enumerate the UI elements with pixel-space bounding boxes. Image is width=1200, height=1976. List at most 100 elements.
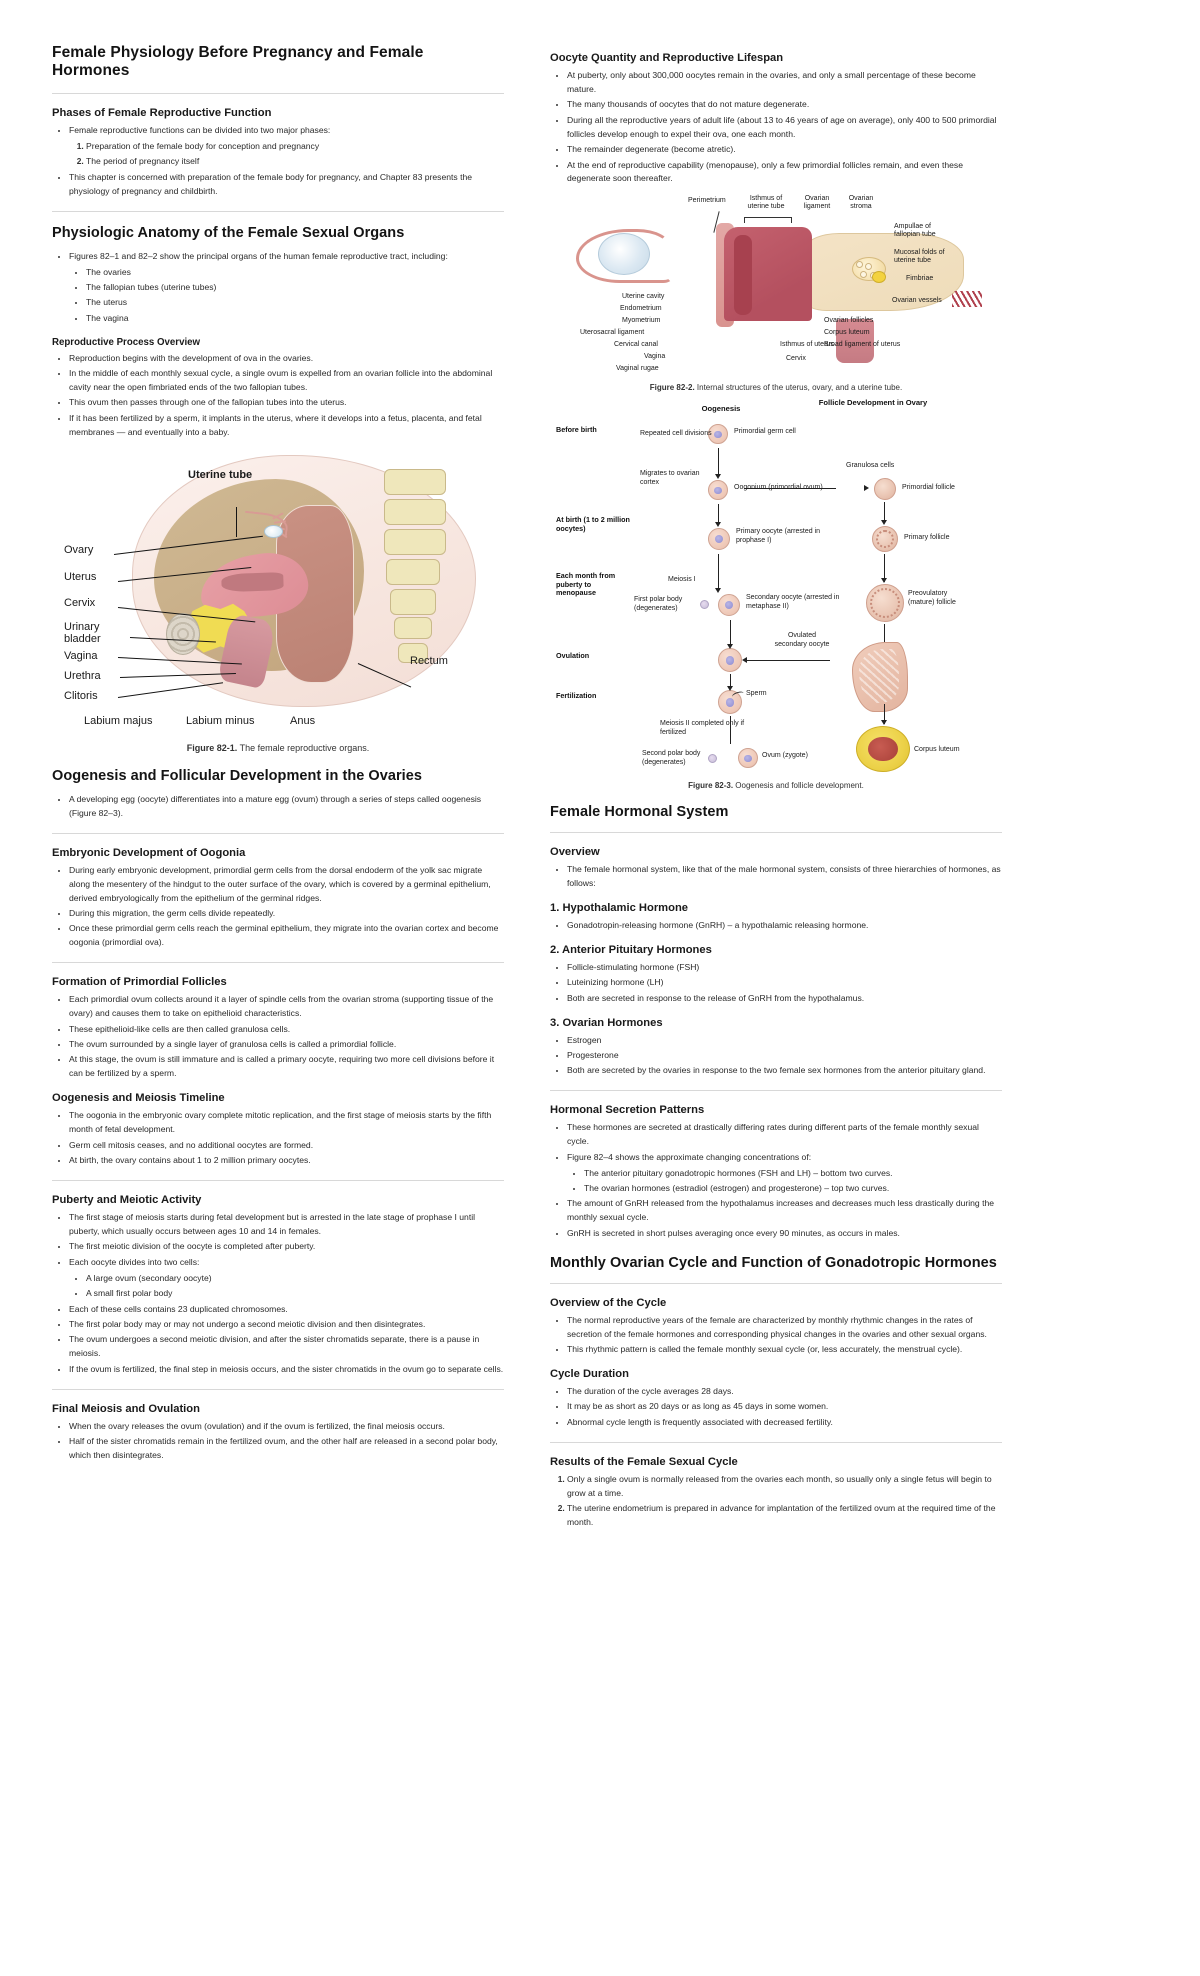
figure-label-corpus-luteum: Corpus luteum: [824, 329, 870, 337]
flow-arrow-head: [742, 657, 747, 664]
figure-82-2: Perimetrium Isthmus of uterine tube Ovar…: [550, 195, 1002, 394]
section-ovarian-hormones: 3. Ovarian Hormones Estrogen Progesteron…: [550, 1017, 1002, 1079]
figure-label-uterosacral-ligament: Uterosacral ligament: [580, 329, 645, 337]
list-item: Female reproductive functions can be div…: [69, 124, 504, 138]
list-item: Gonadotropin-releasing hormone (GnRH) – …: [567, 919, 1002, 933]
section-hormonal-secretion-patterns: Hormonal Secretion Patterns These hormon…: [550, 1104, 1002, 1240]
oogonium-shape: [708, 480, 728, 501]
section-final-meiosis: Final Meiosis and Ovulation When the ova…: [52, 1403, 504, 1463]
list-item: At this stage, the ovum is still immatur…: [69, 1053, 504, 1081]
list-item: The uterus: [86, 296, 504, 310]
leader-line: [117, 682, 224, 698]
figure-label-labium-majus: Labium majus: [84, 714, 153, 727]
section-heading: Female Hormonal System: [550, 803, 729, 820]
list-item: The amount of GnRH released from the hyp…: [567, 1197, 1002, 1225]
list-item: These hormones are secreted at drastical…: [567, 1121, 1002, 1149]
section-hormone-overview: Overview The female hormonal system, lik…: [550, 846, 1002, 891]
list-item: A large ovum (secondary oocyte) A small …: [52, 1272, 504, 1301]
section-embryonic-oogonia: Embryonic Development of Oogonia During …: [52, 847, 504, 951]
figure-82-3-artwork: Oogenesis Follicle Development in Ovary …: [556, 398, 976, 778]
second-polar-body-shape: [708, 754, 717, 764]
section-heading: Results of the Female Sexual Cycle: [550, 1455, 738, 1468]
list-item: The ovaries: [86, 266, 504, 280]
flow-arrow-head: [880, 720, 887, 726]
figure-label-ovulated-secondary-oocyte: Ovulated secondary oocyte: [774, 632, 830, 648]
list-item: The first polar body may or may not unde…: [69, 1318, 504, 1332]
figure-caption-number: Figure 82-1.: [186, 742, 238, 753]
corpus-luteum-shape: [856, 726, 910, 773]
flow-arrow: [746, 660, 830, 662]
vagina-shape: [836, 319, 874, 364]
flow-arrow-head: [880, 520, 887, 526]
list-item: Estrogen: [567, 1034, 1002, 1048]
section-heading: Final Meiosis and Ovulation: [52, 1402, 200, 1415]
flow-arrow: [730, 674, 732, 689]
figure-label-repeated-cell-divisions: Repeated cell divisions: [640, 430, 712, 438]
list-item: This ovum then passes through one of the…: [69, 396, 504, 410]
figure-82-3-caption: Figure 82-3. Oogenesis and follicle deve…: [550, 781, 1002, 792]
figure-label-broad-ligament: Broad ligament of uterus: [824, 341, 901, 349]
figure-caption-number: Figure 82-3.: [688, 781, 734, 791]
list-item: The ovaries The fallopian tubes (uterine…: [52, 266, 504, 326]
primordial-follicle-shape: [874, 478, 896, 501]
list-item: The uterine endometrium is prepared in a…: [567, 1502, 1002, 1530]
list-item: If the ovum is fertilized, the final ste…: [69, 1363, 504, 1377]
list-item: Abnormal cycle length is frequently asso…: [567, 1416, 1002, 1430]
list-item: Progesterone: [567, 1049, 1002, 1063]
list-item: Figures 82–1 and 82–2 show the principal…: [69, 250, 504, 264]
figure-column-heading-follicle-development: Follicle Development in Ovary: [818, 398, 928, 408]
figure-label-primary-oocyte: Primary oocyte (arrested in prophase I): [736, 528, 821, 544]
ruptured-follicle-shape: [852, 642, 908, 713]
section-reproductive-process: Reproductive Process Overview Reproducti…: [52, 337, 504, 440]
section-heading: Oocyte Quantity and Reproductive Lifespa…: [550, 52, 784, 64]
flow-arrow: [730, 620, 732, 647]
section-divider: [550, 1282, 1002, 1284]
section-divider: [52, 962, 504, 964]
section-divider: [52, 210, 504, 212]
section-heading: Oogenesis and Follicular Development in …: [52, 767, 422, 784]
figure-label-meiosis-i: Meiosis I: [668, 576, 696, 584]
list-item: At birth, the ovary contains about 1 to …: [69, 1154, 504, 1168]
list-item: Only a single ovum is normally released …: [567, 1473, 1002, 1501]
list-item: This rhythmic pattern is called the fema…: [567, 1343, 1002, 1357]
bullet-list: These hormones are secreted at drastical…: [550, 1121, 1002, 1240]
list-item: When the ovary releases the ovum (ovulat…: [69, 1420, 504, 1434]
list-item: Once these primordial germ cells reach t…: [69, 922, 504, 950]
preovulatory-follicle-shape: [866, 584, 904, 623]
leader-line: [236, 506, 238, 537]
list-item: The vagina: [86, 312, 504, 326]
section-oogenesis-follicular: Oogenesis and Follicular Development in …: [52, 768, 504, 821]
flow-arrow: [884, 554, 886, 583]
numbered-list: Preparation of the female body for conce…: [52, 140, 504, 169]
list-item: The normal reproductive years of the fem…: [567, 1314, 1002, 1342]
ovary-shape: [598, 233, 650, 276]
section-divider: [52, 1388, 504, 1390]
list-item: The fallopian tubes (uterine tubes): [86, 281, 504, 295]
figure-label-preovulatory-follicle: Preovulatory (mature) follicle: [908, 590, 956, 606]
figure-label-cervix: Cervix: [64, 596, 96, 609]
flow-arrow-head: [714, 588, 721, 594]
figure-label-isthmus-uterus: Isthmus of uterus: [780, 341, 834, 349]
sub-bullet-list: The anterior pituitary gonadotropic horm…: [550, 1167, 1002, 1196]
figure-label-perimetrium: Perimetrium: [688, 197, 726, 205]
section-heading: Formation of Primordial Follicles: [52, 976, 227, 989]
section-divider: [52, 832, 504, 834]
figure-label-ovarian-follicles: Ovarian follicles: [824, 317, 874, 325]
flow-arrow-head: [726, 644, 733, 650]
figure-label-uterine-tube: Uterine tube: [188, 468, 253, 481]
figure-caption-text: The female reproductive organs.: [239, 742, 370, 753]
figure-caption-number: Figure 82-2.: [649, 383, 695, 393]
section-primordial-follicles: Formation of Primordial Follicles Each p…: [52, 976, 504, 1081]
list-item: Reproduction begins with the development…: [69, 352, 504, 366]
flow-arrow: [884, 502, 886, 523]
section-heading: Embryonic Development of Oogonia: [52, 846, 246, 859]
flow-arrow: [730, 716, 732, 745]
figure-label-isthmus-uterine-tube: Isthmus of uterine tube: [747, 195, 785, 211]
figure-label-ampullae: Ampullae of fallopian tube: [894, 223, 936, 239]
list-item: A large ovum (secondary oocyte): [86, 1272, 504, 1286]
bullet-list: Figures 82–1 and 82–2 show the principal…: [52, 250, 504, 326]
list-item: The remainder degenerate (become atretic…: [567, 143, 1002, 157]
bullet-list: The female hormonal system, like that of…: [550, 863, 1002, 891]
ovarian-vessels-shape: [952, 291, 982, 308]
